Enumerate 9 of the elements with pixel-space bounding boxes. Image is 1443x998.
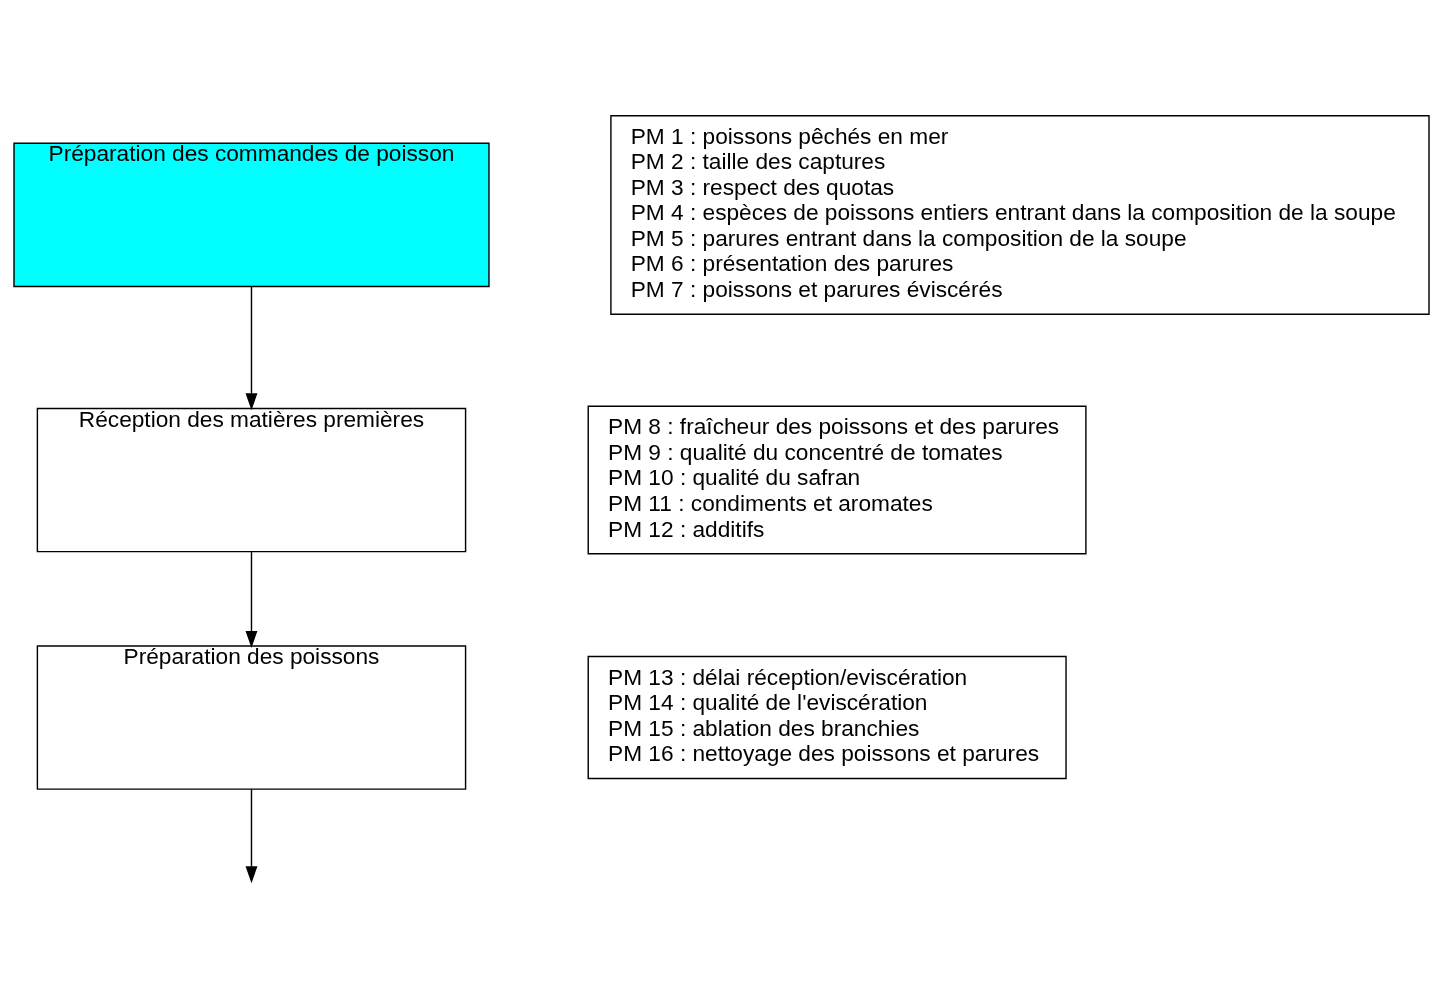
node-box: Réception des matières premières (36, 407, 467, 553)
arrow (245, 788, 258, 884)
node-box: Préparation des commandes de poisson (13, 142, 490, 288)
node-box: PM 8 : fraîcheur des poissons et des parures PM 9 : qualité du concentré de tomates PM 10 : qualité du safran PM 11 : condiments et aromates PM 12 : additifs (587, 405, 1087, 555)
node-box: PM 1 : poissons pêchés en mer PM 2 : taille des captures PM 3 : respect des quotas PM 4 : espèces de poissons entiers entrant dans la composition de la soupe PM 5 : parures entrant dans la composition de la soupe PM 6 : présentation des parures PM 7 : poissons et parures éviscérés (610, 114, 1430, 315)
node-box: Préparation des poissons (36, 645, 467, 790)
node-box: PM 13 : délai réception/eviscération PM 14 : qualité de l'eviscération PM 15 : ablation des branchies PM 16 : nettoyage des poissons et parures (587, 655, 1067, 780)
arrow (245, 551, 258, 648)
arrow (245, 285, 258, 411)
